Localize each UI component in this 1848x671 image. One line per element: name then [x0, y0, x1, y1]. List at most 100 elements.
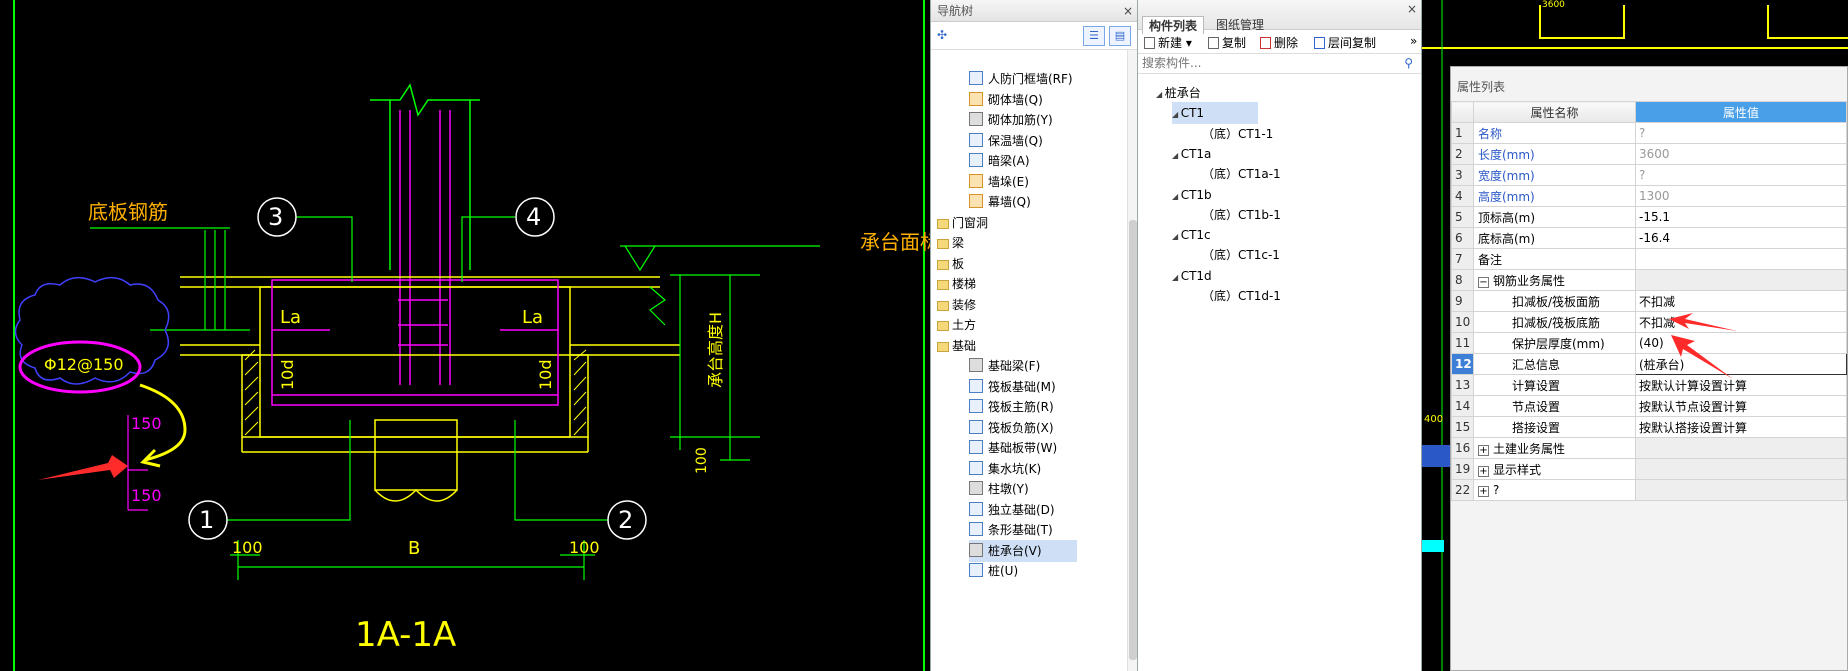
pin-icon[interactable]: ✣: [937, 28, 948, 42]
close-icon[interactable]: ×: [1406, 2, 1417, 16]
nav-item-18[interactable]: 基础板带(W): [969, 437, 1057, 459]
nav-item-15[interactable]: 筏板基础(M): [969, 376, 1056, 398]
comp-tree-group[interactable]: ◢ CT1c: [1172, 224, 1211, 246]
property-value-cell[interactable]: [1635, 458, 1847, 480]
comp-tree-leaf[interactable]: （底）CT1-1: [1202, 123, 1273, 145]
expand-icon[interactable]: +: [1478, 465, 1489, 477]
nav-scrollbar-thumb[interactable]: [1129, 220, 1137, 660]
property-row[interactable]: 22+?: [1451, 479, 1847, 501]
nav-item-10[interactable]: 楼梯: [937, 273, 976, 295]
nav-item-5[interactable]: 墙垛(E): [969, 171, 1029, 193]
copy-button[interactable]: 复制: [1208, 34, 1246, 51]
collapse-triangle-icon[interactable]: ◢: [1172, 272, 1181, 282]
nav-scrollbar[interactable]: [1127, 50, 1137, 671]
nav-item-14[interactable]: 基础梁(F): [969, 355, 1040, 377]
collapse-triangle-icon[interactable]: ◢: [1156, 90, 1165, 99]
property-row[interactable]: 8−钢筋业务属性: [1451, 269, 1847, 291]
property-row[interactable]: 19+显示样式: [1451, 458, 1847, 480]
property-value-cell[interactable]: ?: [1635, 122, 1847, 144]
nav-item-22[interactable]: 条形基础(T): [969, 519, 1053, 541]
property-value-cell[interactable]: -15.1: [1635, 206, 1847, 228]
collapse-triangle-icon[interactable]: ◢: [1172, 191, 1181, 201]
property-value-cell[interactable]: 按默认节点设置计算: [1635, 395, 1847, 417]
comp-tree-group[interactable]: ◢ CT1a: [1172, 143, 1211, 165]
axis-label-3: 3: [268, 203, 284, 231]
search-icon[interactable]: ⚲: [1404, 56, 1413, 70]
nav-item-7[interactable]: 门窗洞: [937, 212, 988, 234]
cad-drawing-canvas[interactable]: 底板钢筋 Φ12@150 150 150 3 4 1 2 La La 10d 1…: [0, 0, 940, 671]
tab-drawing-management[interactable]: 图纸管理: [1216, 18, 1265, 32]
property-name-cell: 扣减板/筏板面筋: [1473, 290, 1636, 312]
property-value-cell[interactable]: 3600: [1635, 143, 1847, 165]
property-value-cell[interactable]: (桩承台): [1635, 353, 1847, 375]
collapse-icon[interactable]: −: [1478, 276, 1489, 288]
nav-item-8[interactable]: 梁: [937, 232, 964, 254]
nav-item-17[interactable]: 筏板负筋(X): [969, 417, 1054, 439]
property-value-cell[interactable]: 1300: [1635, 185, 1847, 207]
collapse-triangle-icon[interactable]: ◢: [1172, 150, 1181, 160]
nav-item-11[interactable]: 装修: [937, 294, 976, 316]
delete-button[interactable]: 删除: [1260, 34, 1298, 51]
nav-item-4[interactable]: 暗梁(A): [969, 150, 1030, 172]
nav-item-13[interactable]: 基础: [937, 335, 976, 357]
comp-tree-root[interactable]: ◢ 桩承台: [1156, 82, 1201, 104]
delete-icon: [1260, 37, 1271, 49]
comp-tree-leaf[interactable]: （底）CT1d-1: [1202, 285, 1281, 307]
property-value-cell[interactable]: 按默认搭接设置计算: [1635, 416, 1847, 438]
property-value-cell[interactable]: [1635, 437, 1847, 459]
expand-icon[interactable]: +: [1478, 486, 1489, 497]
close-icon[interactable]: ×: [1122, 4, 1133, 18]
property-value-cell[interactable]: 按默认计算设置计算: [1635, 374, 1847, 396]
property-value-cell[interactable]: ?: [1635, 164, 1847, 186]
nav-item-19[interactable]: 集水坑(K): [969, 458, 1041, 480]
expand-icon[interactable]: +: [1478, 444, 1489, 456]
nav-item-2[interactable]: 砌体加筋(Y): [969, 109, 1053, 131]
nav-item-3[interactable]: 保温墙(Q): [969, 130, 1043, 152]
detail-view-icon[interactable]: ▤: [1109, 26, 1131, 46]
comp-tree-group[interactable]: ◢ CT1d: [1172, 265, 1212, 287]
property-value-cell[interactable]: -16.4: [1635, 227, 1847, 249]
property-row[interactable]: 16+土建业务属性: [1451, 437, 1847, 459]
comp-tree-leaf[interactable]: （底）CT1c-1: [1202, 244, 1280, 266]
nav-item-20[interactable]: 柱墩(Y): [969, 478, 1029, 500]
comp-tree-leaf[interactable]: （底）CT1a-1: [1202, 163, 1281, 185]
more-icon[interactable]: »: [1410, 34, 1418, 48]
new-button[interactable]: 新建 ▾: [1144, 34, 1192, 51]
tab-component-list[interactable]: 构件列表: [1142, 16, 1205, 34]
nav-item-23[interactable]: 桩承台(V): [969, 539, 1077, 562]
property-value-cell[interactable]: [1635, 269, 1847, 291]
component-search-input[interactable]: [1138, 54, 1378, 72]
nav-item-0[interactable]: 人防门框墙(RF): [969, 68, 1073, 90]
list-view-icon[interactable]: ☰: [1083, 26, 1105, 46]
nav-item-21[interactable]: 独立基础(D): [969, 499, 1055, 521]
floor-copy-button[interactable]: 层间复制: [1314, 34, 1376, 51]
nav-item-16[interactable]: 筏板主筋(R): [969, 396, 1054, 418]
collapse-triangle-icon[interactable]: ◢: [1172, 110, 1181, 120]
nav-item-6[interactable]: 幕墙(Q): [969, 191, 1031, 213]
comp-tree-group[interactable]: ◢ CT1b: [1172, 184, 1212, 206]
property-value-cell[interactable]: 不扣减: [1635, 290, 1847, 312]
nav-item-24[interactable]: 桩(U): [969, 560, 1018, 582]
collapse-triangle-icon[interactable]: ◢: [1172, 232, 1181, 242]
property-value-cell[interactable]: [1635, 248, 1847, 270]
comp-tree-leaf[interactable]: （底）CT1b-1: [1202, 204, 1281, 226]
nav-item-9[interactable]: 板: [937, 253, 964, 275]
property-value-cell[interactable]: [1635, 479, 1847, 501]
nav-item-12[interactable]: 土方: [937, 314, 976, 336]
nav-item-1[interactable]: 砌体墙(Q): [969, 89, 1043, 111]
comp-tree-group[interactable]: ◢ CT1: [1172, 102, 1258, 125]
